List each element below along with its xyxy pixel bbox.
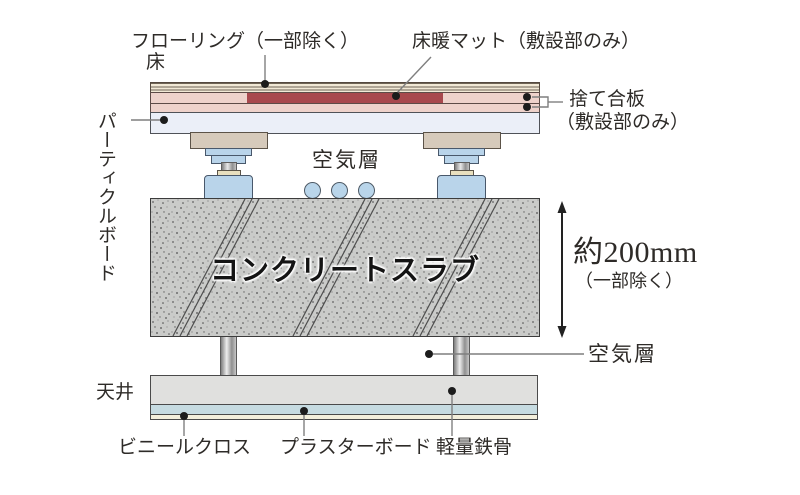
dimension-arrow — [557, 201, 567, 338]
label-dimension-note: （一部除く） — [575, 271, 683, 291]
slab-hatch-lines — [172, 199, 500, 336]
concrete-slab-label: コンクリートスラブ — [209, 254, 480, 287]
pedestal-wood-block — [423, 132, 501, 149]
hanger-post-left — [220, 337, 237, 376]
floor-pedestal-left — [190, 132, 268, 200]
air-bubble — [358, 182, 375, 199]
dot-air-right — [425, 350, 433, 358]
label-particle-board: パーティクルボード — [94, 111, 116, 282]
floor-heating-mat — [247, 93, 443, 103]
label-ceiling: 天井 — [96, 382, 135, 403]
ceiling-steel-frame-layer — [150, 375, 538, 405]
label-flooring: フローリング（一部除く） — [131, 31, 360, 52]
concrete-slab: コンクリートスラブ — [150, 198, 540, 337]
label-light-steel: 軽量鉄骨 — [436, 437, 513, 458]
pedestal-base — [437, 175, 486, 200]
label-sacrificial-plywood-note: （敷設部のみ） — [556, 112, 690, 133]
label-floor: 床 — [146, 52, 166, 73]
label-dimension: 約200mm — [573, 236, 698, 269]
label-plaster-board: プラスターボード — [280, 437, 432, 458]
label-sacrificial-plywood: 捨て合板 — [569, 89, 646, 110]
air-bubble — [304, 182, 321, 199]
particle-board-layer — [150, 112, 540, 134]
hanger-post-right — [453, 337, 470, 376]
label-heating-mat: 床暖マット（敷設部のみ） — [412, 31, 641, 52]
air-bubble — [331, 182, 348, 199]
label-air-layer-right: 空気層 — [588, 342, 657, 366]
label-air-layer-top: 空気層 — [312, 148, 381, 172]
label-vinyl-cloth: ビニールクロス — [118, 437, 252, 458]
concrete-texture — [151, 199, 539, 336]
pedestal-wood-block — [190, 132, 268, 149]
floor-pedestal-right — [423, 132, 501, 200]
ceiling-vinyl-cloth-layer — [150, 414, 538, 420]
pedestal-base — [204, 175, 253, 200]
